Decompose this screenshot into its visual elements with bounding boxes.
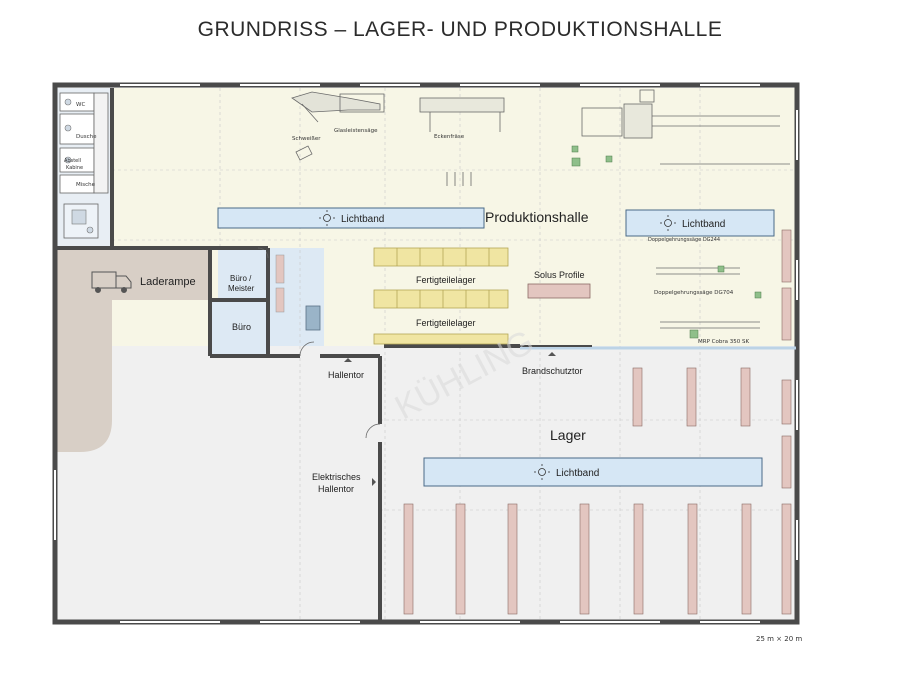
production-side-racks (781, 229, 792, 341)
door-electric-label-2: Hallentor (318, 484, 354, 494)
page-title: GRUNDRISS – LAGER- UND PRODUKTIONSHALLE (197, 18, 723, 41)
storage-rack-top (373, 247, 509, 267)
office-master-label-2: Meister (228, 284, 255, 293)
machine-green-parts (571, 145, 762, 339)
machine-linework (291, 89, 790, 329)
office-master-room (218, 250, 266, 298)
solus-profile-rack (527, 283, 591, 299)
light-icon (660, 215, 676, 231)
scale-note: 25 m × 20 m (756, 635, 802, 643)
sanitary-storage-label-2: Kabine (66, 165, 83, 171)
interior-walls (55, 88, 520, 622)
solus-profile-label: Solus Profile (534, 270, 585, 280)
truck-icon (91, 271, 132, 293)
light-icon (319, 210, 335, 226)
office-master-label-1: Büro / (230, 274, 252, 283)
door-fire-label: Brandschutztor (522, 366, 583, 376)
office-desk (275, 254, 285, 284)
storage-rack-top-dividers (396, 248, 490, 266)
production-area-label: Produktionshalle (485, 209, 589, 225)
storage-rack-top-label: Fertigteilelager (416, 275, 476, 285)
door-electric-label-1: Elektrisches (312, 472, 361, 482)
machine-label-corner-mill: Eckenfräse (434, 134, 465, 140)
storage-rack-bottom-dividers (396, 290, 490, 308)
machine-label-double-saw-1: Doppelgehrungssäge DG244 (648, 237, 720, 243)
corridor-machine (305, 305, 321, 331)
office-cabinet (275, 287, 285, 313)
light-band-left (217, 207, 485, 229)
sanitary-wc-label: WC (76, 102, 85, 108)
machine-label-glass-saw: Glasleistensäge (334, 128, 378, 134)
light-band-warehouse (423, 457, 763, 487)
door-hallentor-label: Hallentor (328, 370, 364, 380)
sanitary-storage-label-1: Abstell (64, 158, 81, 164)
warehouse-area-label: Lager (550, 427, 586, 443)
machine-label-double-saw-2: Doppelgehrungssäge DG704 (654, 290, 734, 296)
light-band-left-label: Lichtband (341, 214, 384, 225)
light-band-right (625, 209, 775, 237)
office-label: Büro (232, 322, 251, 332)
loading-ramp-label: Laderampe (140, 276, 196, 288)
warehouse-shelving-top (632, 367, 792, 489)
storage-rack-bottom-label: Fertigteilelager (416, 318, 476, 328)
warehouse-shelving-bottom (403, 503, 792, 615)
light-band-right-label: Lichtband (682, 219, 725, 230)
machine-label-welder: Schweißer (292, 136, 321, 142)
sanitary-mini-label: Mische (76, 182, 96, 188)
wall-markings (54, 84, 798, 623)
office-room (212, 302, 266, 354)
loading-ramp (55, 248, 210, 452)
sanitary-shower-label: Dusche (76, 134, 97, 140)
machine-label-mrp: MRP Cobra 350 SK (698, 339, 749, 345)
door-arrow-icon (344, 352, 556, 486)
light-icon (534, 464, 550, 480)
light-band-warehouse-label: Lichtband (556, 468, 599, 479)
sanitary-fixtures (64, 98, 94, 234)
sanitary-cells (59, 92, 109, 239)
storage-rack-third (373, 333, 509, 345)
storage-rack-bottom (373, 289, 509, 309)
